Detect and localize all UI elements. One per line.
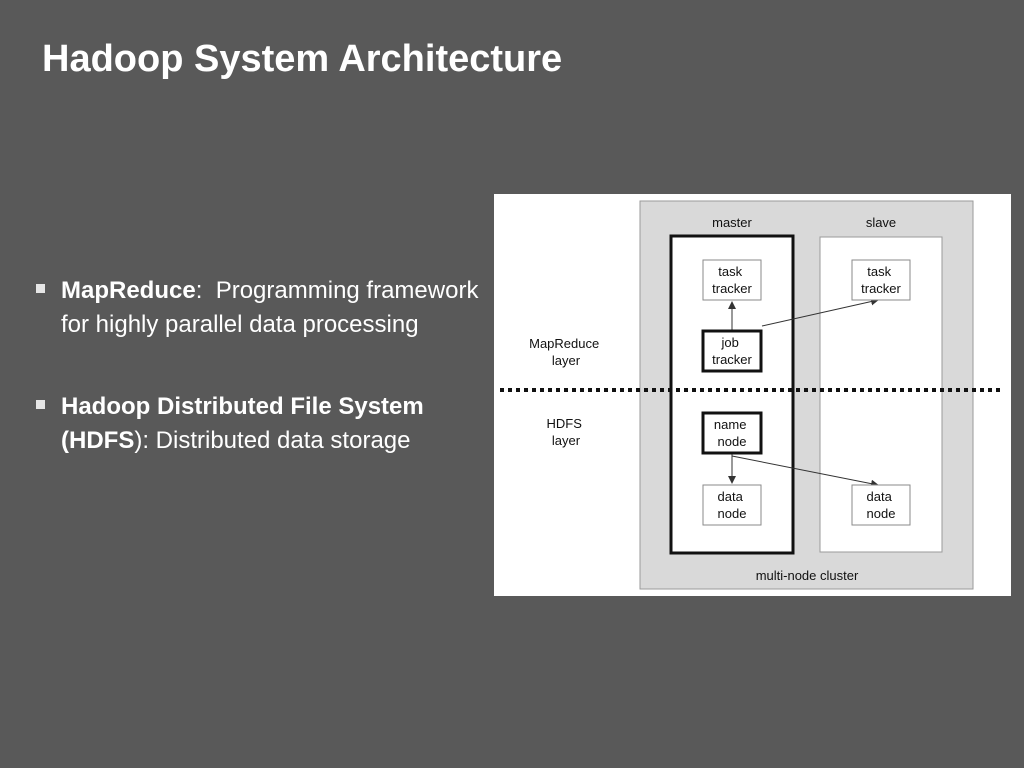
svg-text:job tracker: job tracker <box>712 335 752 367</box>
bullet-text: Programming framework for highly paralle… <box>61 277 486 338</box>
bullet-term-suffix: : <box>195 277 203 304</box>
slave-data-node: data node <box>851 484 911 526</box>
bullet-list: MapReduce: Programming framework for hig… <box>36 274 496 458</box>
hdfs-layer-label: HDFS layer <box>546 416 585 448</box>
bullet-hdfs: Hadoop Distributed File System (HDFS): D… <box>36 390 496 458</box>
svg-text:task tracker: task tracker <box>712 264 752 296</box>
master-task-tracker: task tracker <box>702 259 762 301</box>
architecture-diagram: multi-node cluster master slave MapReduc… <box>494 194 1011 596</box>
architecture-svg: multi-node cluster master slave MapReduc… <box>500 200 1003 590</box>
arrow-name-to-slave-data <box>731 455 879 488</box>
master-label: master <box>712 215 752 230</box>
square-bullet-icon <box>36 400 45 409</box>
mapreduce-layer-label: MapReduce layer <box>529 336 603 368</box>
svg-text:data node: data node <box>867 489 896 521</box>
bullet-term: Hadoop Distributed File System (HDFS <box>61 393 424 454</box>
slide-title: Hadoop System Architecture <box>42 38 563 80</box>
cluster-label: multi-node cluster <box>756 568 859 583</box>
bullet-text: Distributed data storage <box>149 427 411 454</box>
bullet-term: MapReduce <box>61 277 196 304</box>
slave-label: slave <box>866 215 896 230</box>
bullet-mapreduce: MapReduce: Programming framework for hig… <box>36 274 496 342</box>
slave-task-tracker: task tracker <box>851 259 911 301</box>
svg-text:name node: name node <box>714 417 750 449</box>
square-bullet-icon <box>36 284 45 293</box>
svg-text:data node: data node <box>718 489 747 521</box>
arrow-job-to-slave-task <box>761 297 879 327</box>
bullet-term-suffix: ): <box>134 427 149 454</box>
master-data-node: data node <box>702 484 762 526</box>
master-job-tracker: job tracker <box>701 329 763 373</box>
svg-text:task tracker: task tracker <box>861 264 901 296</box>
master-name-node: name node <box>701 411 763 455</box>
